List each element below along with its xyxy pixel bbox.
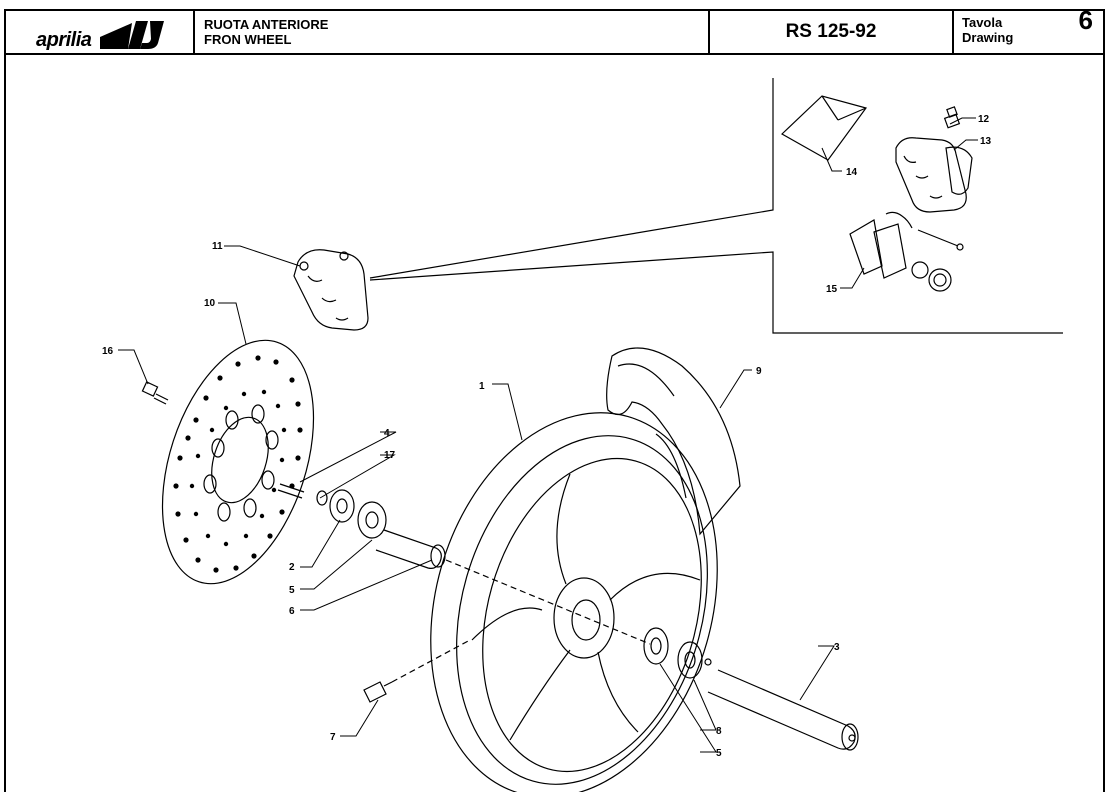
model-code: RS 125-92: [710, 11, 954, 53]
callout-4: 4: [384, 428, 390, 439]
callout-5-left: 5: [289, 585, 295, 596]
disc-bolt-icon: [141, 381, 169, 405]
bearings-spacer-icon: [329, 489, 446, 569]
title-italian: RUOTA ANTERIORE: [204, 17, 329, 32]
callout-7: 7: [330, 732, 336, 743]
callout-3: 3: [834, 642, 840, 653]
callout-1: 1: [479, 381, 485, 392]
brake-pads-icon: [849, 211, 964, 292]
callout-15: 15: [826, 284, 838, 295]
wheel-axle-icon: [707, 669, 859, 751]
right-bearing-icon: [643, 627, 712, 679]
callout-11: 11: [212, 241, 223, 252]
part-title: RUOTA ANTERIORE FRON WHEEL: [195, 11, 710, 53]
sheet-number: 6: [1078, 5, 1093, 35]
callout-17: 17: [384, 450, 396, 461]
brake-caliper-icon: [293, 249, 369, 331]
callout-5-right: 5: [716, 748, 722, 759]
drawing-frame: [4, 55, 1105, 792]
brand-name: aprilia: [36, 29, 92, 51]
title-english: FRON WHEEL: [204, 32, 292, 47]
callout-10: 10: [204, 298, 216, 309]
tyre-valve-icon: [363, 681, 393, 703]
brand-mark-icon: [100, 21, 164, 49]
sheet-label-italian: Tavola: [962, 15, 1003, 30]
sheet-label-english: Drawing: [962, 30, 1014, 45]
callout-12: 12: [978, 114, 990, 125]
callout-14: 14: [846, 167, 858, 178]
seal-kit-bag-icon: [780, 95, 867, 161]
brand-logo: aprilia: [6, 11, 195, 53]
brake-disc-icon: [161, 339, 315, 585]
caliper-detail-icon: [895, 106, 973, 213]
sheet-info: Tavola Drawing 6: [954, 5, 1103, 53]
front-wheel-icon: [430, 412, 718, 792]
title-block: aprilia RUOTA ANTERIORE FRON WHEEL RS 12…: [4, 5, 1105, 55]
mudguard-icon: [606, 347, 741, 536]
callout-2: 2: [289, 562, 295, 573]
detail-inset: [369, 78, 1063, 334]
callout-labels: 1 2 3 4 5 5 6 7 8 9 10 11 12 13 14 15 16…: [102, 114, 992, 759]
callout-9: 9: [756, 366, 762, 377]
callout-8: 8: [716, 726, 722, 737]
callout-13: 13: [980, 136, 992, 147]
hub-bolt-icon: [277, 483, 328, 506]
callout-6: 6: [289, 606, 295, 617]
callout-16: 16: [102, 346, 114, 357]
